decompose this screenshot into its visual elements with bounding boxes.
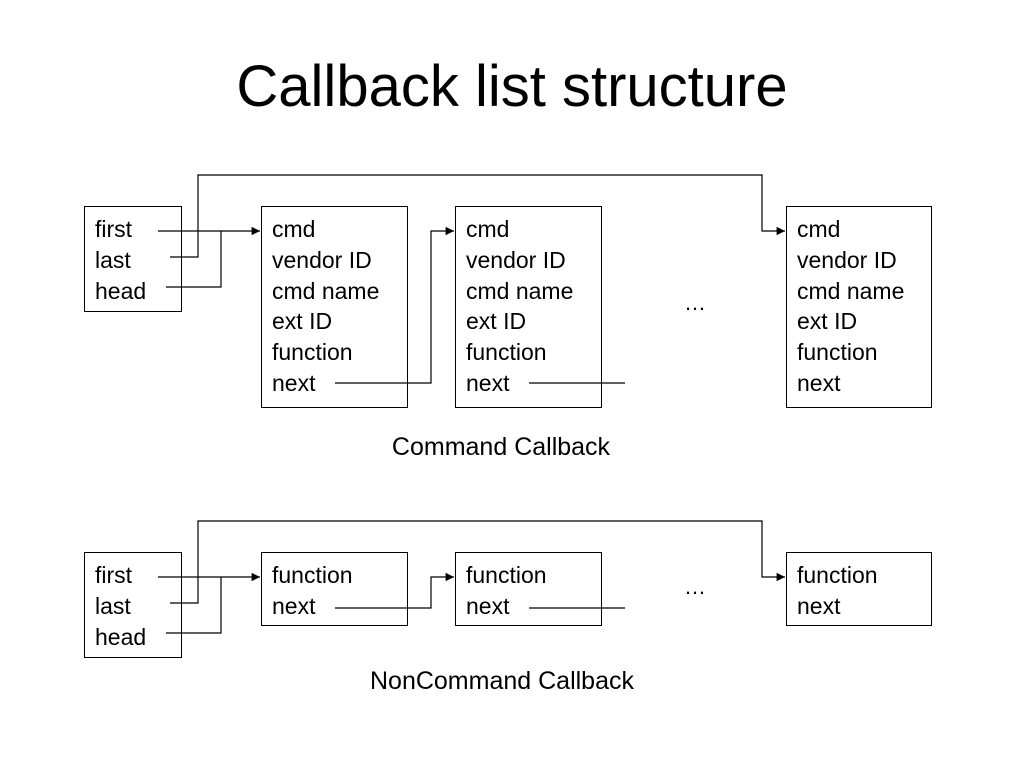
field-function: function: [272, 339, 353, 366]
field-function: function: [797, 339, 878, 366]
field-next: next: [797, 592, 841, 619]
noncommand-node-1: function next: [261, 552, 408, 626]
field-function: function: [272, 562, 353, 588]
command-node-last: cmd vendor ID cmd name ext ID function n…: [786, 206, 932, 408]
field-cmd: cmd: [272, 216, 316, 242]
field-cmd: cmd: [466, 216, 510, 242]
field-next: next: [272, 592, 316, 619]
field-vendor-id: vendor ID: [466, 246, 566, 273]
field-function: function: [466, 562, 547, 588]
field-vendor-id: vendor ID: [797, 246, 897, 273]
command-callback-caption: Command Callback: [391, 433, 611, 461]
field-next: next: [466, 369, 510, 396]
field-vendor-id: vendor ID: [272, 246, 372, 273]
field-head: head: [95, 277, 147, 304]
field-next: next: [797, 369, 841, 396]
field-first: first: [95, 216, 133, 242]
command-node-1: cmd vendor ID cmd name ext ID function n…: [261, 206, 408, 408]
field-head: head: [95, 623, 147, 650]
field-next: next: [272, 369, 316, 396]
noncommand-list-header-box: first last head: [84, 552, 182, 658]
noncommand-ellipsis: …: [684, 574, 706, 599]
field-cmd-name: cmd name: [797, 277, 905, 304]
field-ext-id: ext ID: [466, 308, 527, 335]
command-node-2: cmd vendor ID cmd name ext ID function n…: [455, 206, 602, 408]
command-ellipsis: …: [684, 290, 706, 315]
noncommand-node-last: function next: [786, 552, 932, 626]
field-ext-id: ext ID: [272, 308, 333, 335]
field-last: last: [95, 592, 131, 619]
field-first: first: [95, 562, 133, 588]
field-function: function: [797, 562, 878, 588]
noncommand-callback-caption: NonCommand Callback: [369, 667, 634, 695]
field-cmd: cmd: [797, 216, 841, 242]
slide-title: Callback list structure: [236, 54, 788, 119]
field-last: last: [95, 246, 131, 273]
field-cmd-name: cmd name: [466, 277, 574, 304]
field-ext-id: ext ID: [797, 308, 858, 335]
field-cmd-name: cmd name: [272, 277, 380, 304]
command-list-header-box: first last head: [84, 206, 182, 312]
field-next: next: [466, 592, 510, 619]
field-function: function: [466, 339, 547, 366]
noncommand-node-2: function next: [455, 552, 602, 626]
